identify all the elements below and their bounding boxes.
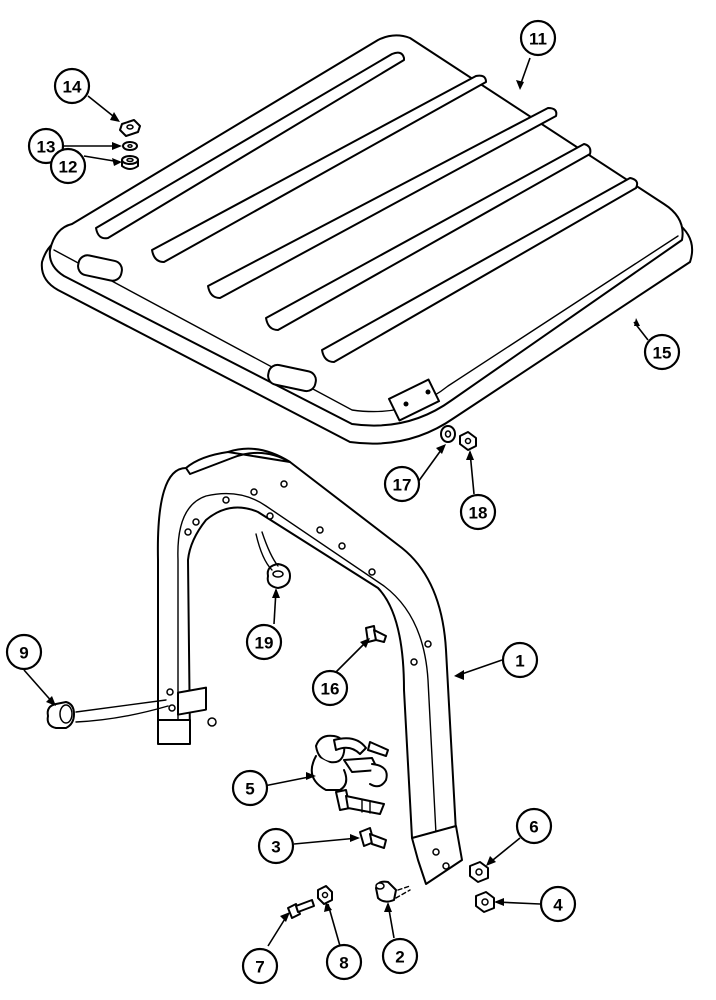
callout-label: 17: [393, 476, 412, 495]
callout-6: 6: [515, 807, 553, 845]
callout-3: 3: [257, 827, 295, 865]
callout-17: 17: [383, 465, 421, 503]
callout-label: 7: [255, 958, 264, 977]
nut-8: [317, 885, 333, 905]
nut-14: [119, 119, 141, 137]
callout-label: 3: [271, 838, 280, 857]
callout-label: 19: [255, 634, 274, 653]
callout-label: 11: [529, 30, 547, 49]
callout-19: 19: [245, 623, 283, 661]
bolt-16: [365, 625, 387, 643]
nut-18: [459, 431, 477, 451]
canopy-roof: [48, 34, 684, 427]
bolt-7: [287, 899, 315, 919]
callout-9: 9: [5, 633, 43, 671]
harness-5: [310, 734, 389, 815]
callout-11: 11: [519, 19, 557, 57]
callout-label: 13: [37, 138, 56, 157]
callout-2: 2: [381, 937, 419, 975]
callout-15: 15: [643, 333, 681, 371]
callout-label: 4: [553, 896, 563, 915]
callout-label: 16: [321, 680, 340, 699]
callout-label: 9: [19, 644, 28, 663]
callout-label: 2: [395, 948, 404, 967]
washer-17: [440, 425, 456, 443]
nut-4: [475, 891, 495, 913]
callout-label: 12: [59, 158, 78, 177]
callout-8: 8: [325, 943, 363, 981]
callout-label: 8: [339, 954, 348, 973]
spacer-2: [375, 880, 411, 903]
washer-13: [122, 141, 138, 151]
nut-6: [469, 861, 489, 883]
leader-arrowheads: [46, 80, 640, 922]
callout-7: 7: [241, 947, 279, 985]
callout-label: 14: [63, 78, 82, 97]
spacer-12: [121, 155, 139, 170]
callout-label: 5: [245, 780, 254, 799]
roll-bar-frame: [156, 447, 463, 885]
callout-5: 5: [231, 769, 269, 807]
callout-14: 14: [53, 67, 91, 105]
callout-label: 6: [529, 818, 538, 837]
callout-18: 18: [459, 493, 497, 531]
callout-16: 16: [311, 669, 349, 707]
callout-1: 1: [501, 641, 539, 679]
plug-9: [46, 699, 169, 729]
callout-4: 4: [539, 885, 577, 923]
callout-12: 12: [49, 147, 87, 185]
callout-label: 15: [653, 344, 672, 363]
grommet-19: [255, 531, 291, 589]
bolt-3: [359, 827, 387, 849]
callout-label: 1: [515, 652, 524, 671]
callout-label: 18: [469, 504, 488, 523]
